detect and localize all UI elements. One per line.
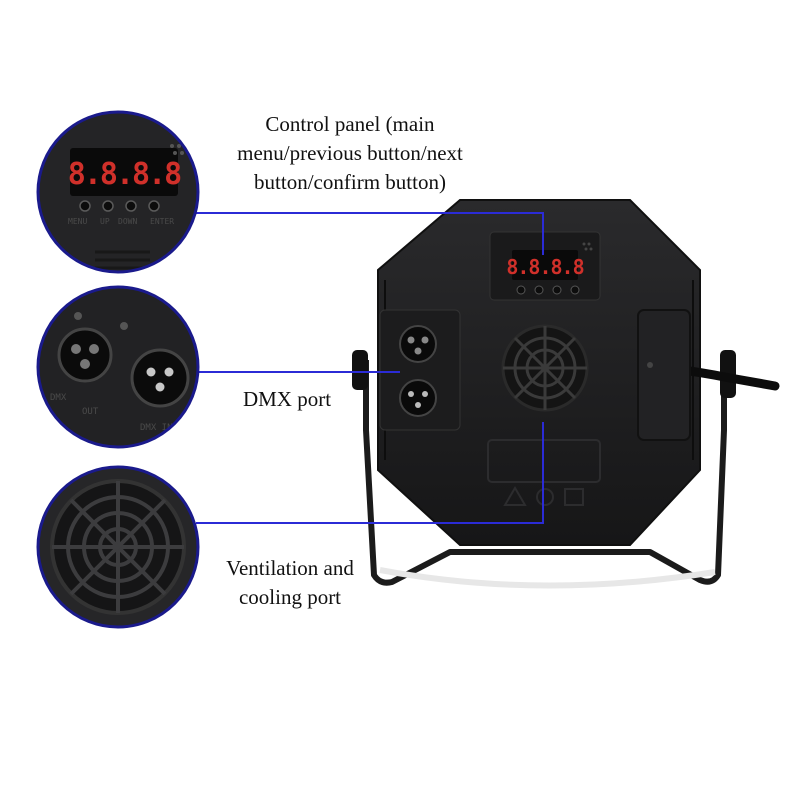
menu-button[interactable]	[516, 285, 526, 295]
zoom-dmx-out-connector	[130, 348, 190, 408]
zoom-label-up: UP	[100, 217, 110, 226]
zoom-dmx-port: DMX OUT DMX IN	[36, 285, 200, 449]
zoom-label-down: DOWN	[118, 217, 137, 226]
display-readout: 8.8.8.8	[506, 255, 583, 279]
zoom-ventilation	[36, 465, 200, 629]
down-button[interactable]	[552, 285, 562, 295]
zoom-control-panel: 8.8.8.8 MENU UP DOWN ENTER	[36, 110, 200, 274]
dmx-in-connector	[399, 325, 437, 363]
light-fixture: 8.8.8.8	[352, 199, 780, 589]
leader-lines	[196, 212, 544, 524]
callout-ventilation: Ventilation and cooling port	[200, 554, 380, 612]
callout-control-line-2: menu/previous button/next	[237, 141, 463, 165]
zoom-label-out: OUT	[82, 407, 99, 417]
left-knob	[352, 350, 368, 390]
cable-panel	[637, 309, 691, 441]
enter-button[interactable]	[570, 285, 580, 295]
zoom-label-enter: ENTER	[150, 217, 174, 226]
dmx-out-connector	[399, 379, 437, 417]
callout-control-line-1: Control panel (main	[265, 112, 435, 136]
zoom-label-menu: MENU	[68, 217, 87, 226]
callout-control-panel: Control panel (main menu/previous button…	[200, 110, 500, 197]
callout-dmx-port: DMX port	[222, 385, 352, 414]
fan-vent	[501, 324, 589, 412]
callout-vent-line-1: Ventilation and	[226, 556, 354, 580]
display	[512, 250, 578, 280]
zoom-label-dmx: DMX	[50, 393, 67, 403]
zoom-dmx-in-connector	[57, 327, 113, 383]
callout-dmx-label: DMX port	[242, 387, 332, 411]
leader-line-vent	[196, 422, 544, 524]
callout-vent-line-2: cooling port	[238, 585, 342, 609]
up-button[interactable]	[534, 285, 544, 295]
callout-control-line-3: button/confirm button)	[254, 170, 446, 194]
zoom-display-readout: 8.8.8.8	[68, 157, 181, 192]
leader-line-control	[196, 212, 544, 255]
mounting-bracket	[363, 360, 727, 586]
zoom-label-dmx-in: DMX IN	[140, 423, 173, 433]
